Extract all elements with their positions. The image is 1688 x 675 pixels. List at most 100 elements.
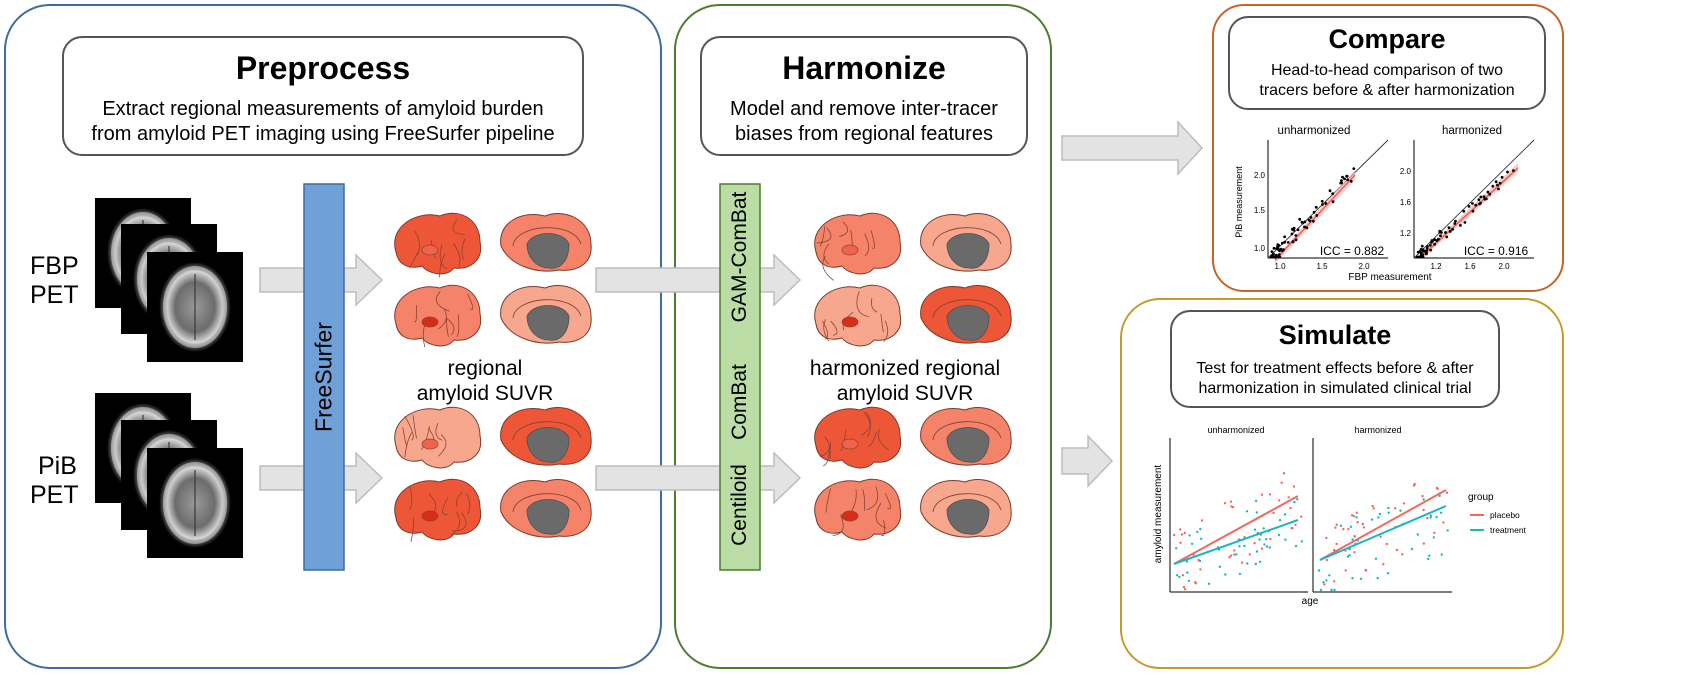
simulate-treatment-point [1188, 534, 1191, 537]
brain-medial-view [500, 213, 592, 272]
compare-left-point [1272, 252, 1275, 256]
simulate-treatment-point [1294, 544, 1298, 548]
harmonize-header: Harmonize Model and remove inter-tracer … [700, 36, 1028, 156]
simulate-treatment-point [1243, 544, 1246, 548]
compare-right-point [1498, 181, 1502, 185]
compare-right-point [1445, 235, 1449, 239]
simulate-placebo-point [1334, 526, 1337, 529]
simulate-treatment-point [1284, 538, 1287, 541]
simulate-placebo-point [1371, 504, 1374, 508]
compare-left-point [1277, 253, 1281, 256]
simulate-placebo-point [1344, 569, 1347, 572]
arrow-to-simulate [1061, 434, 1114, 488]
simulate-treatment-point [1238, 572, 1242, 576]
compare-right-point [1506, 170, 1509, 174]
simulate-treatment-point [1440, 553, 1443, 556]
simulate-treatment-point [1439, 511, 1443, 514]
simulate-treatment-point [1317, 569, 1321, 572]
compare-left-point [1341, 175, 1344, 179]
simulate-treatment-point [1178, 575, 1181, 579]
simulate-treatment-point [1283, 513, 1287, 516]
compare-left-point [1291, 227, 1295, 231]
simulate-placebo-point [1361, 522, 1364, 526]
compare-left-point [1324, 202, 1328, 205]
simulate-placebo-point [1323, 583, 1326, 586]
simulate-placebo-point [1325, 536, 1328, 540]
simulate-placebo-point [1401, 553, 1404, 556]
simulate-treatment-point [1262, 527, 1265, 530]
harmonize-desc-line1: Model and remove inter-tracer [730, 98, 998, 120]
simulate-placebo-point [1179, 541, 1182, 544]
methods-bar [719, 183, 761, 571]
compare-left-point [1345, 174, 1349, 178]
simulate-treatment-point [1196, 530, 1199, 534]
pib-pet-label: PiB PET [30, 452, 79, 510]
compare-left-points [1270, 167, 1356, 259]
simulate-treatment-point [1325, 579, 1328, 582]
compare-left-point [1305, 226, 1309, 230]
simulate-treatment-point [1235, 553, 1238, 556]
compare-right-point [1420, 255, 1423, 259]
simulate-treatment-point [1255, 550, 1259, 553]
compare-left-point [1346, 178, 1349, 182]
simulate-placebo-point [1233, 549, 1236, 552]
simulate-panel-title-left: unharmonized [1207, 425, 1264, 435]
compare-right-point [1486, 190, 1490, 194]
simulate-treatment-point [1378, 512, 1382, 516]
simulate-placebo-point [1325, 558, 1329, 562]
simulate-points [1173, 472, 1449, 592]
compare-right-point [1444, 231, 1447, 234]
compare-right-points [1415, 169, 1515, 259]
compare-right-point [1497, 187, 1500, 191]
simulate-placebo-point [1364, 569, 1368, 572]
simulate-left-placebo-line [1173, 495, 1299, 565]
simulate-treatment-point [1187, 579, 1191, 583]
compare-xlabel: FBP measurement [1348, 272, 1431, 283]
simulate-treatment-point [1238, 545, 1241, 548]
brain-medial-view [500, 407, 592, 466]
compare-right-point [1420, 244, 1424, 248]
compare-left-point [1294, 234, 1298, 237]
compare-left-point [1301, 221, 1305, 225]
compare-left-point [1328, 189, 1332, 193]
simulate-treatment-point [1348, 554, 1351, 557]
simulate-placebo-point [1183, 588, 1187, 591]
simulate-placebo-point [1445, 491, 1449, 494]
simulate-placebo-point [1194, 582, 1198, 585]
regional-suvr-label: regional amyloid SUVR [390, 356, 580, 406]
harmonize-desc-line2: biases from regional features [735, 123, 993, 145]
simulate-placebo-point [1353, 551, 1356, 554]
compare-left-point [1331, 192, 1335, 196]
compare-right-point [1471, 202, 1474, 205]
simulate-placebo-point [1436, 487, 1439, 491]
compare-left-point [1312, 210, 1316, 214]
brain-lateral-view [394, 212, 482, 278]
simulate-placebo-point [1230, 505, 1233, 508]
compare-right-fit-line [1421, 167, 1519, 257]
fbp-label-line1: FBP [30, 252, 79, 280]
simulate-placebo-point [1253, 542, 1256, 545]
method-gam-combat: GAM-ComBat [728, 191, 751, 323]
compare-right-point [1482, 195, 1486, 199]
compare-right-point [1500, 175, 1504, 179]
simulate-treatment-point [1245, 510, 1249, 513]
harmonized-label-line1: harmonized regional [809, 357, 1001, 380]
compare-left-point [1275, 247, 1278, 251]
simulate-treatment-point [1175, 574, 1179, 577]
compare-left-ytick-2: 2.0 [1254, 171, 1266, 180]
simulate-legend-title: group [1468, 492, 1494, 503]
simulate-treatment-point [1351, 538, 1354, 541]
simulate-right-placebo-line [1319, 489, 1447, 561]
simulate-treatment-point [1190, 542, 1194, 545]
compare-left-point [1296, 228, 1300, 232]
simulate-treatment-point [1200, 537, 1203, 540]
compare-left-identity-line [1267, 139, 1389, 259]
simulate-treatment-point [1254, 562, 1257, 566]
simulate-placebo-point [1282, 472, 1286, 475]
simulate-left-treatment-line [1173, 519, 1299, 565]
preprocess-panel [4, 4, 662, 669]
simulate-placebo-point [1433, 531, 1436, 534]
compare-right-point [1425, 249, 1428, 253]
compare-right-identity-line [1413, 139, 1535, 259]
